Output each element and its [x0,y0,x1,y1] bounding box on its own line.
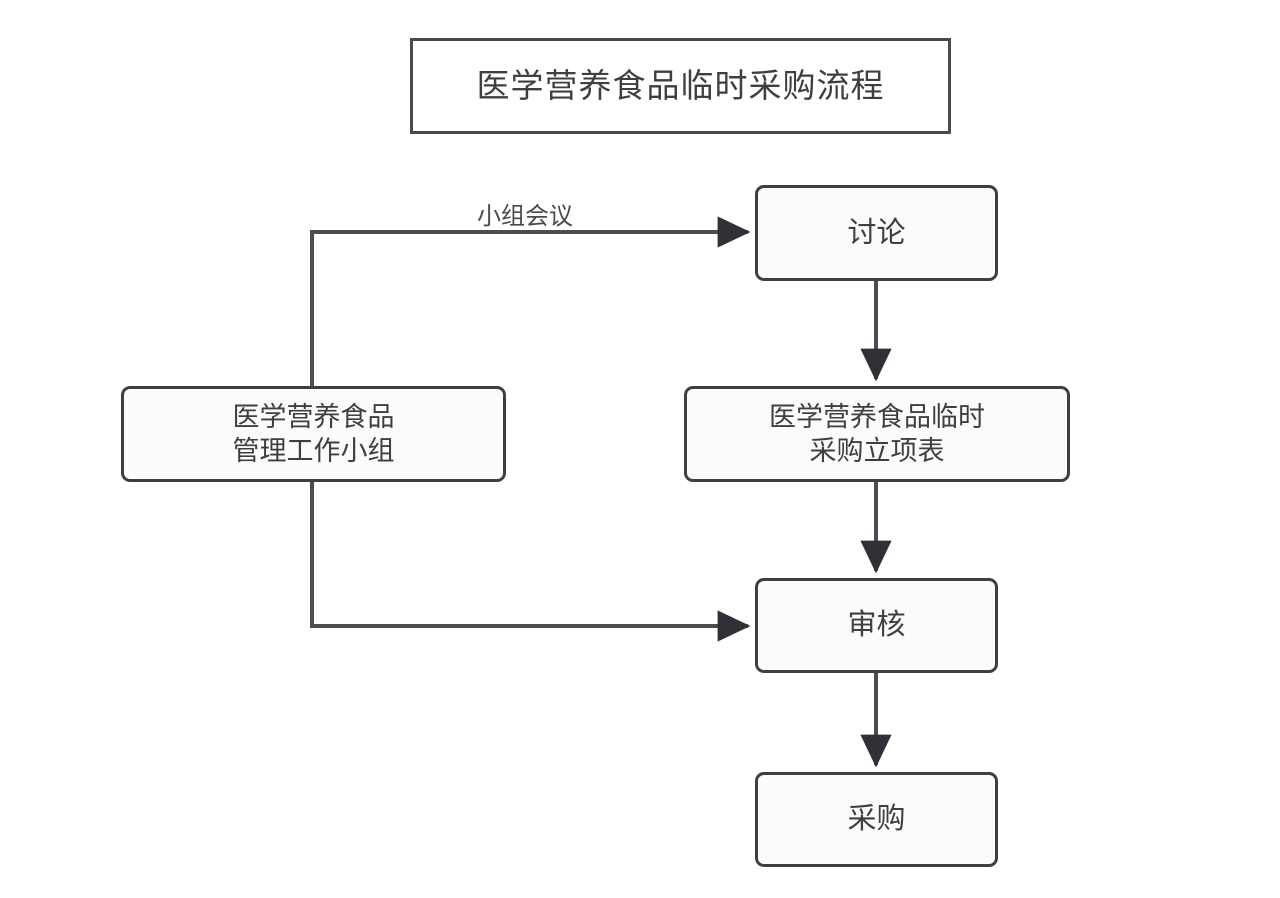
node-procurement-form-label: 医学营养食品临时 采购立项表 [769,401,985,466]
node-purchase[interactable]: 采购 [755,772,998,867]
node-title: 医学营养食品临时采购流程 [410,38,951,134]
node-purchase-label: 采购 [847,803,906,836]
node-procurement-form[interactable]: 医学营养食品临时 采购立项表 [684,386,1070,482]
edge-group-to-discussion [310,216,751,386]
node-management-group[interactable]: 医学营养食品 管理工作小组 [121,386,506,482]
node-discussion-label: 讨论 [847,216,906,249]
edge-group-to-review [310,482,751,642]
node-management-group-label: 医学营养食品 管理工作小组 [232,401,395,466]
node-title-label: 医学营养食品临时采购流程 [476,67,885,105]
node-review[interactable]: 审核 [755,578,998,673]
node-review-label: 审核 [847,609,906,642]
node-discussion[interactable]: 讨论 [755,185,998,281]
edge-label-group-meeting: 小组会议 [477,203,573,230]
